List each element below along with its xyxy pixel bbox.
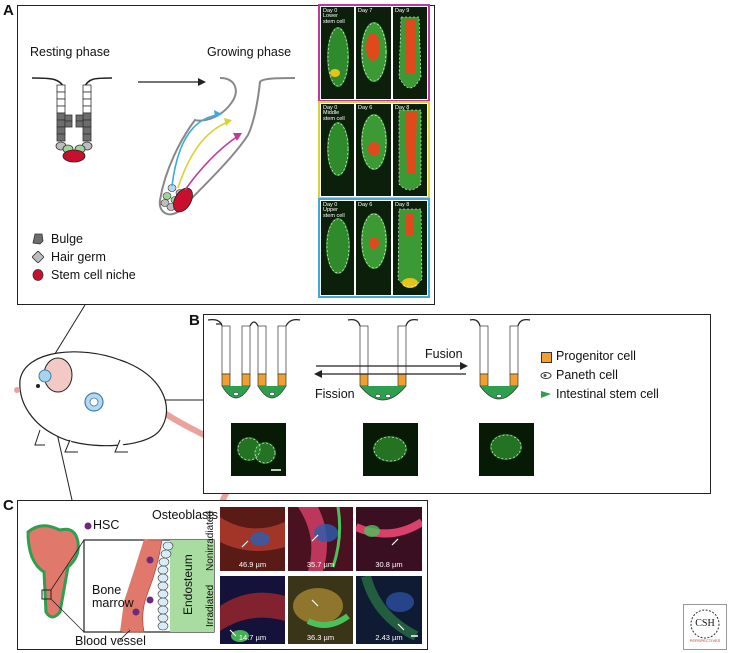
micro-day-label: Day 8 [395, 202, 410, 208]
row-label-irradiated: Irradiated [205, 584, 216, 627]
csh-helix-icon [690, 609, 720, 639]
hair-follicle-diagram [31, 77, 296, 216]
bulge-swatch-icon [32, 233, 44, 245]
resting-phase-title: Resting phase [30, 45, 110, 59]
distance-value: 14.7 µm [238, 633, 267, 642]
row-label-nonirradiated: Nonirradiated [205, 510, 216, 571]
csh-logo: CSH PERSPECTIVES [683, 604, 727, 650]
micro-lower-d0: Day 0 [321, 7, 354, 99]
bone-marrow-label: Bone marrow [92, 583, 134, 610]
micro-upper-tag: Upper stem cell [323, 207, 345, 219]
micro-crypt-middle [363, 423, 418, 476]
micro-day-label: Day 0 [323, 202, 338, 208]
hsc-label: HSC [93, 518, 120, 532]
distance-value: 2.43 µm [375, 633, 403, 642]
micro-upper-d1: Day 6 [356, 201, 391, 295]
endosteum-label: Endosteum [181, 554, 195, 615]
micro-day-label: Day 7 [358, 8, 373, 14]
micro-lower-tag: Lower stem cell [323, 13, 345, 25]
csh-logo-sub: PERSPECTIVES [689, 638, 721, 643]
legend-paneth-label: Paneth cell [556, 368, 618, 382]
micro-upper-d2: Day 8 [393, 201, 427, 295]
micro-middle-d2: Day 8 [393, 104, 427, 196]
distance-value: 46.9 µm [238, 560, 267, 569]
micro-hsc-nonirr-1: 46.9 µm [220, 507, 285, 571]
bone-marrow-diagram [26, 522, 215, 641]
micro-upper-d0: Day 0 [321, 201, 354, 295]
micro-hsc-nonirr-3: 30.8 µm [356, 507, 422, 571]
panel-a-letter: A [3, 2, 14, 19]
micro-day-label: Day 6 [358, 105, 373, 111]
stem-cell-niche-swatch-icon [32, 269, 44, 281]
micro-crypt-fission [231, 423, 286, 476]
panel-b-box [203, 314, 711, 494]
micro-middle-tag: Middle stem cell [323, 110, 345, 122]
osteoblasts-label: Osteoblasts [152, 508, 219, 522]
legend-progenitor-label: Progenitor cell [556, 349, 636, 363]
micro-crypt-fusion [479, 423, 534, 476]
blood-vessel-label: Blood vessel [75, 634, 146, 648]
fusion-label: Fusion [425, 347, 463, 361]
legend-bulge-label: Bulge [51, 232, 83, 246]
micro-day-label: Day 9 [395, 8, 410, 14]
distance-value: 30.8 µm [375, 560, 403, 569]
panel-c-letter: C [3, 497, 14, 514]
distance-value: 35.7 µm [306, 560, 335, 569]
legend-stem-cell-niche-label: Stem cell niche [51, 268, 136, 282]
micro-hsc-irr-2: 36.3 µm [288, 576, 353, 644]
micro-day-label: Day 0 [323, 8, 338, 14]
micro-hsc-nonirr-2: 35.7 µm [288, 507, 353, 571]
distance-value: 36.3 µm [306, 633, 335, 642]
micro-middle-d0: Day 0 [321, 104, 354, 196]
progenitor-swatch-icon [541, 352, 552, 363]
legend-hair-germ-label: Hair germ [51, 250, 106, 264]
csh-logo-text: CSH [695, 618, 715, 629]
micro-day-label: Day 8 [395, 105, 410, 111]
stem-cell-swatch-icon [541, 391, 551, 398]
hair-germ-swatch-icon [32, 251, 44, 263]
panel-b-letter: B [189, 312, 200, 329]
intestinal-crypt-diagram [208, 319, 531, 401]
paneth-swatch-icon [540, 372, 552, 379]
growing-phase-title: Growing phase [207, 45, 292, 59]
micro-hsc-irr-1: 14.7 µm [220, 576, 285, 644]
micro-day-label: Day 6 [358, 202, 373, 208]
micro-hsc-irr-3: 2.43 µm [356, 576, 422, 644]
legend-intestinal-stem-label: Intestinal stem cell [556, 387, 659, 401]
micro-lower-d2: Day 9 [393, 7, 427, 99]
micro-middle-d1: Day 6 [356, 104, 391, 196]
fission-label: Fission [315, 387, 355, 401]
micro-day-label: Day 0 [323, 105, 338, 111]
micro-lower-d1: Day 7 [356, 7, 391, 99]
